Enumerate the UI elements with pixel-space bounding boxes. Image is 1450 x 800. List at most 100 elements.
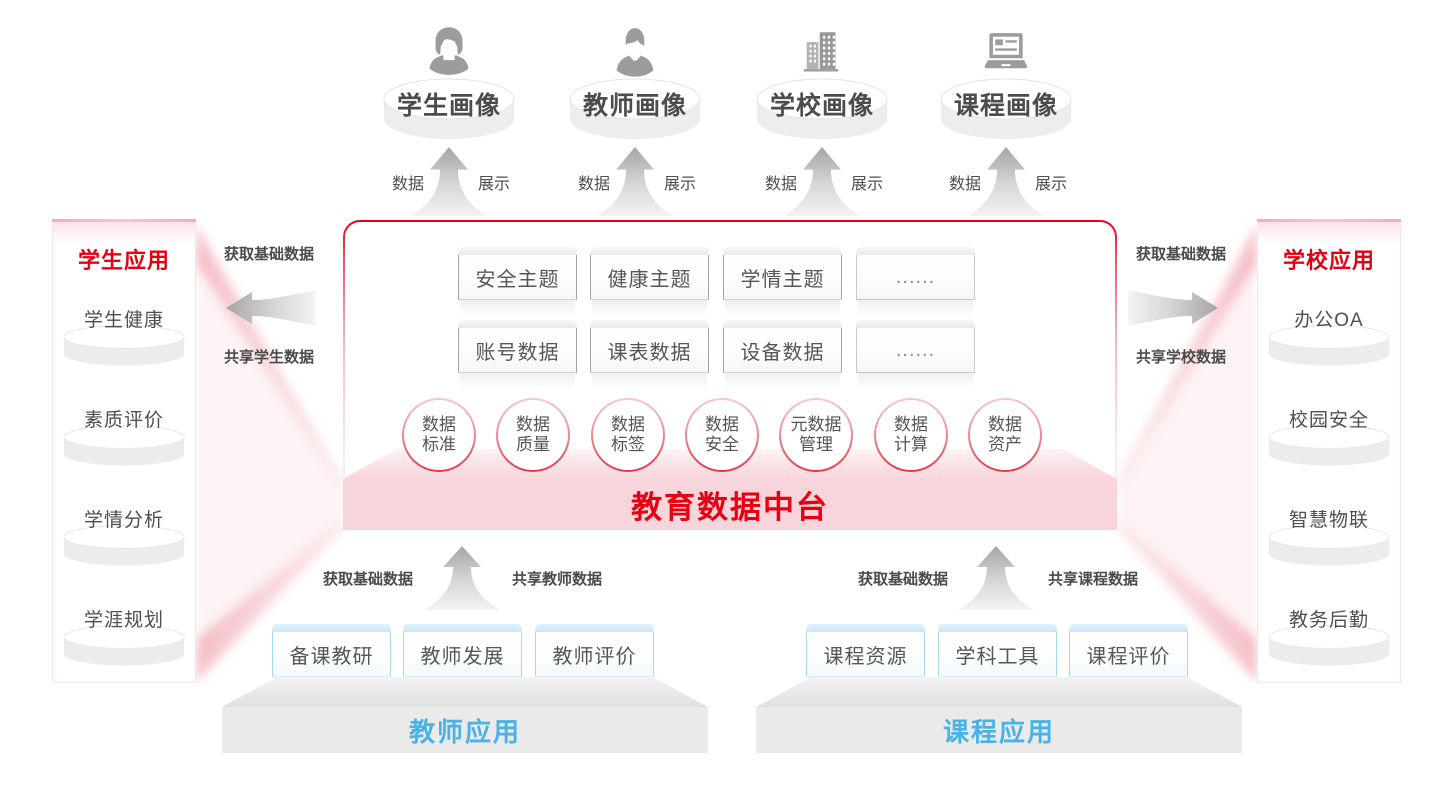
course-arrow-right-label: 共享课程数据 (1047, 571, 1138, 588)
sidebar-item-smart-iot[interactable]: 智慧物联 (1268, 505, 1390, 567)
capability-circle-compute[interactable]: 数据计算 (874, 398, 948, 472)
sidebar-item-quality-eval[interactable]: 素质评价 (63, 405, 185, 467)
circle-line2: 管理 (798, 434, 833, 454)
teacher-arrow-right-label: 共享教师数据 (511, 571, 602, 588)
portrait-cylinder (756, 78, 888, 139)
teacher-platform-title: 教师应用 (408, 716, 521, 747)
item-cylinder (1268, 425, 1390, 466)
circle-line1: 元数据 (790, 414, 842, 434)
item-cylinder (63, 425, 185, 466)
portrait-label: 学生画像 (396, 92, 501, 120)
portrait-cylinder (569, 78, 701, 139)
circle-line2: 资产 (987, 434, 1022, 454)
theme-box-security[interactable]: 安全主题 (458, 247, 577, 317)
theme-box-health[interactable]: 健康主题 (590, 247, 709, 317)
circle-line1: 数据 (987, 414, 1022, 434)
theme-box-more[interactable]: ...... (856, 247, 975, 317)
capability-circle-standard[interactable]: 数据标准 (402, 398, 476, 472)
side-item-label: 办公OA (1294, 310, 1364, 331)
circle-line2: 质量 (515, 434, 550, 454)
item-cylinder (1268, 625, 1390, 666)
app-box-teacher-development[interactable]: 教师发展 (403, 624, 522, 693)
sidebar-item-career-planning[interactable]: 学涯规划 (63, 605, 185, 667)
data-box-account[interactable]: 账号数据 (458, 320, 577, 390)
center-box-border (343, 220, 1117, 532)
course-platform-title: 课程应用 (942, 716, 1055, 747)
data-box-label: 设备数据 (740, 341, 825, 364)
teacher-platform-band: 教师应用 (222, 707, 708, 753)
capability-circle-quality[interactable]: 数据质量 (496, 398, 570, 472)
circle-line1: 数据 (421, 414, 456, 434)
sidebar-item-office-oa[interactable]: 办公OA (1268, 305, 1390, 367)
flow-label-data: 数据 (764, 176, 797, 193)
theme-box-label: 健康主题 (607, 268, 692, 291)
sidebar-item-logistics[interactable]: 教务后勤 (1268, 605, 1390, 667)
left-panel-title: 学生应用 (77, 248, 170, 273)
platform-band: 教育数据中台 (343, 479, 1117, 530)
portrait-label: 学校画像 (769, 92, 874, 120)
side-item-label: 素质评价 (83, 410, 164, 431)
circle-line2: 计算 (893, 434, 928, 454)
side-item-label: 校园安全 (1288, 410, 1369, 431)
data-box-schedule[interactable]: 课表数据 (590, 320, 709, 390)
data-box-label: ...... (895, 338, 936, 361)
left-arrow-top-label: 获取基础数据 (223, 246, 314, 263)
data-box-label: 课表数据 (607, 341, 692, 364)
item-cylinder (63, 625, 185, 666)
flow-label-display: 展示 (851, 176, 884, 193)
theme-box-label: ...... (895, 265, 936, 288)
side-item-label: 学涯规划 (83, 610, 164, 631)
circle-line2: 标准 (421, 434, 456, 454)
sidebar-item-campus-security[interactable]: 校园安全 (1268, 405, 1390, 467)
app-box-label: 备课教研 (289, 645, 374, 668)
side-item-label: 教务后勤 (1288, 610, 1369, 631)
flow-label-display: 展示 (478, 176, 511, 193)
app-box-label: 课程资源 (823, 645, 908, 668)
app-box-course-resources[interactable]: 课程资源 (806, 624, 925, 693)
capability-circle-asset[interactable]: 数据资产 (968, 398, 1042, 472)
item-cylinder (63, 325, 185, 366)
portrait-label: 课程画像 (953, 92, 1058, 120)
portrait-cylinder (940, 78, 1072, 139)
theme-box-label: 学情主题 (740, 268, 825, 291)
theme-box-learning[interactable]: 学情主题 (723, 247, 842, 317)
left-arrow-bottom-label: 共享学生数据 (223, 349, 314, 366)
left-beam (196, 224, 343, 682)
data-box-device[interactable]: 设备数据 (723, 320, 842, 390)
course-platform-slope (756, 677, 1242, 707)
circle-line1: 数据 (515, 414, 550, 434)
right-beam (1117, 224, 1257, 682)
app-box-label: 教师发展 (420, 645, 505, 668)
circle-line2: 安全 (704, 434, 739, 454)
app-box-label: 课程评价 (1086, 645, 1171, 668)
sidebar-item-learning-analysis[interactable]: 学情分析 (63, 505, 185, 567)
capability-circle-metadata[interactable]: 元数据管理 (779, 398, 853, 472)
data-box-more[interactable]: ...... (856, 320, 975, 390)
right-arrow-top-label: 获取基础数据 (1135, 246, 1226, 263)
flow-label-data: 数据 (391, 176, 424, 193)
flow-label-data: 数据 (577, 176, 610, 193)
app-box-lesson-prep[interactable]: 备课教研 (272, 624, 391, 693)
course-arrow-left-label: 获取基础数据 (857, 571, 948, 588)
circle-line1: 数据 (704, 414, 739, 434)
arrow-right (1128, 290, 1218, 326)
app-box-label: 教师评价 (552, 645, 637, 668)
capability-circle-label[interactable]: 数据标签 (591, 398, 665, 472)
teacher-platform-slope (222, 677, 708, 707)
side-item-label: 学生健康 (83, 310, 164, 331)
side-item-label: 智慧物联 (1288, 510, 1369, 531)
sidebar-item-student-health[interactable]: 学生健康 (63, 305, 185, 367)
app-box-course-evaluation[interactable]: 课程评价 (1069, 624, 1188, 693)
course-platform-band: 课程应用 (756, 707, 1242, 753)
capability-circle-security[interactable]: 数据安全 (685, 398, 759, 472)
app-box-label: 学科工具 (955, 645, 1040, 668)
app-box-subject-tools[interactable]: 学科工具 (938, 624, 1057, 693)
item-cylinder (63, 525, 185, 566)
teacher-arrow-left-label: 获取基础数据 (322, 571, 413, 588)
item-cylinder (1268, 525, 1390, 566)
side-item-label: 学情分析 (83, 510, 164, 531)
circle-line1: 数据 (610, 414, 645, 434)
course-icon (984, 33, 1028, 69)
app-box-teacher-evaluation[interactable]: 教师评价 (535, 624, 654, 693)
